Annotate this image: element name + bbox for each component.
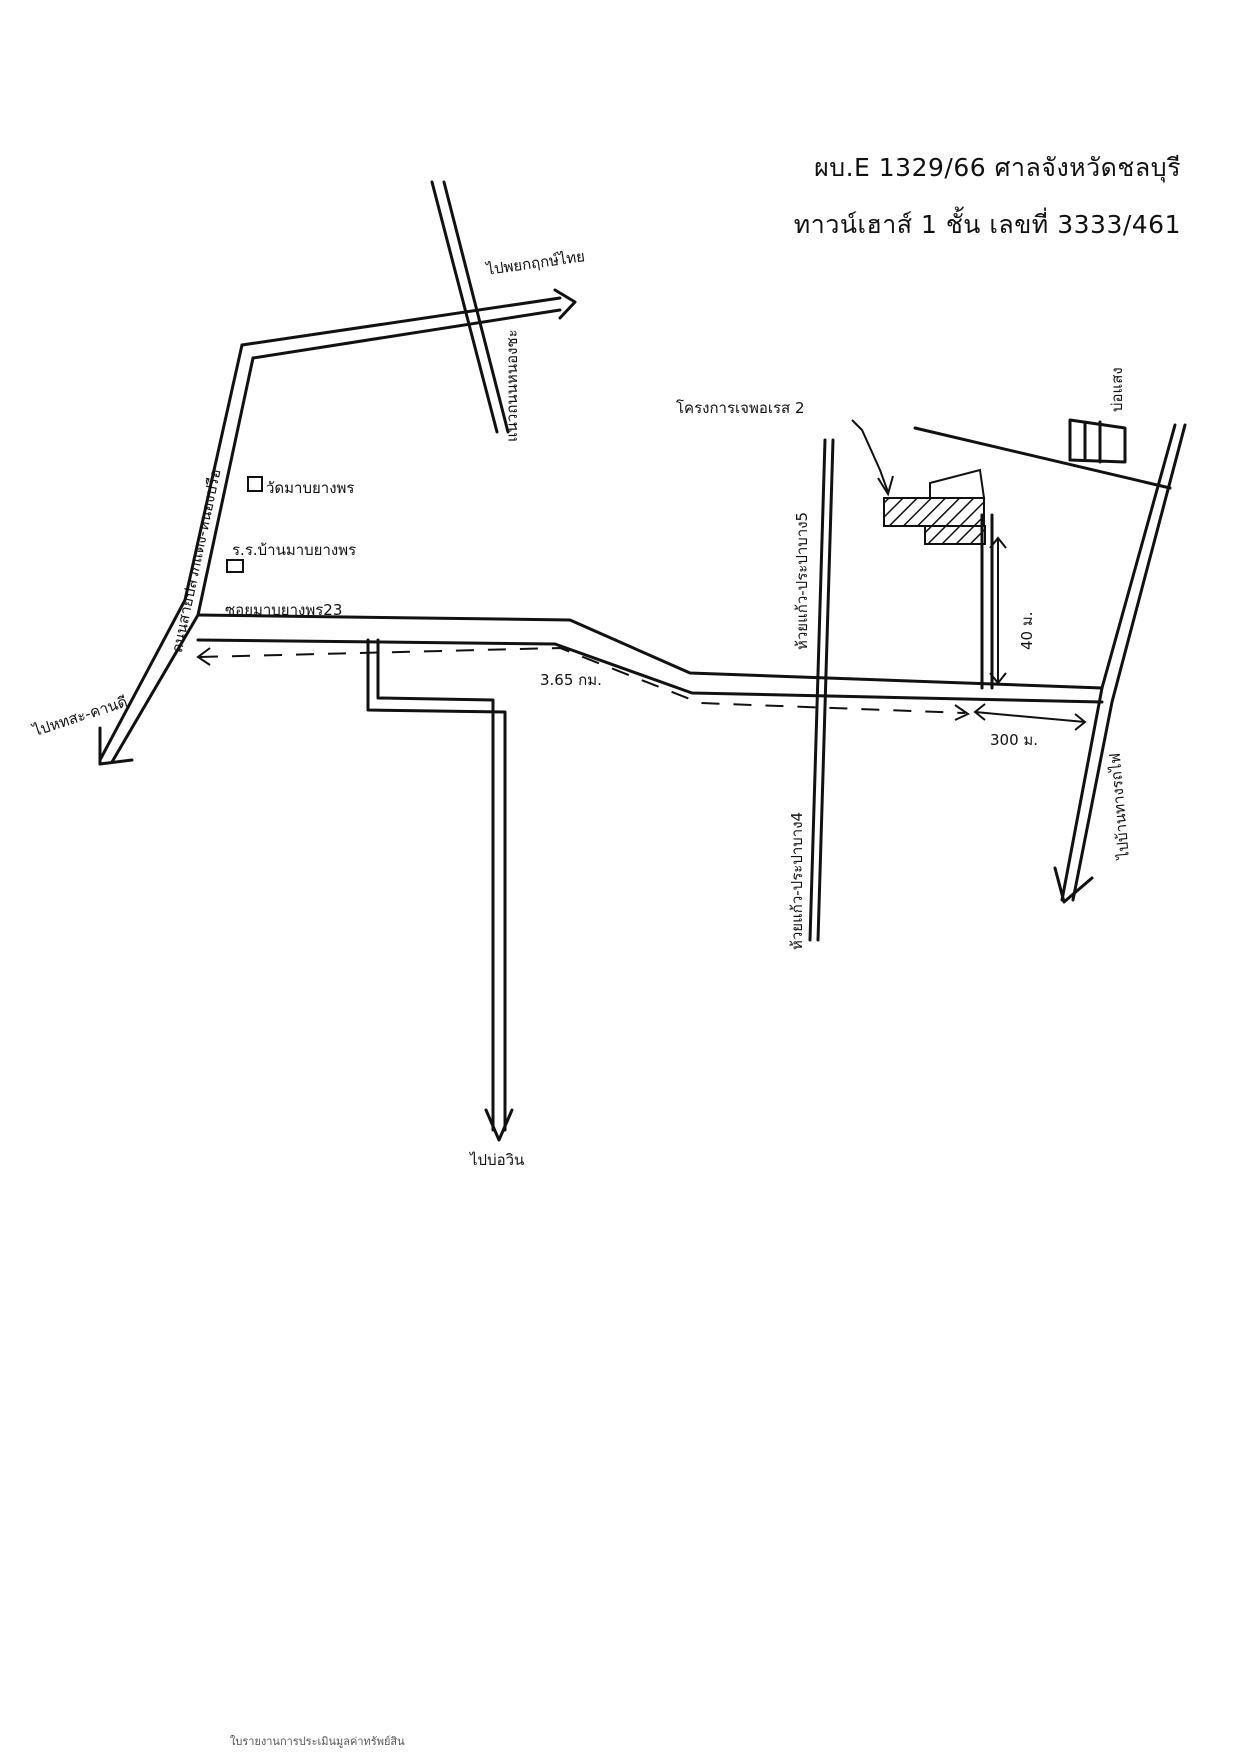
case-number-title: ผบ.E 1329/66 ศาลจังหวัดชลบุรี: [814, 153, 1181, 182]
label-project: โครงการเจพอเรส 2: [676, 399, 805, 417]
school-icon: [226, 559, 244, 573]
label-distance-long: 3.65 กม.: [540, 671, 602, 689]
footer-text: ใบรายงานการประเมินมูลค่าทรัพย์สิน: [230, 1735, 405, 1748]
pond-structure: [1068, 418, 1127, 464]
label-distance-40: 40 ม.: [1018, 611, 1036, 650]
road-central-vertical: [808, 438, 835, 942]
road-soi: [196, 613, 1104, 704]
project-building-outline: [929, 468, 986, 499]
label-school: ร.ร.บ้านมาบยางพร: [232, 541, 357, 559]
property-description: ทาวน์เฮาส์ 1 ชั้น เลขที่ 3333/461: [793, 210, 1181, 239]
road-east: [1060, 423, 1187, 902]
label-distance-300: 300 ม.: [990, 731, 1039, 749]
pointer-head: [877, 475, 894, 497]
arrow-southeast: [1053, 866, 1094, 904]
label-road-lower-vertical: ห้วยแก้ว-ประปาบาง4: [788, 811, 806, 950]
dimension-40: [989, 536, 1007, 685]
label-road-north-vertical: แนวถนนหนองชะ: [503, 329, 521, 442]
label-to-south: ไปบ่อวิน: [470, 1151, 525, 1169]
arrow-route-west: [196, 647, 211, 666]
arrow-route-east: [954, 704, 971, 721]
arrow-east-north: [553, 288, 577, 320]
arrow-southwest: [98, 726, 134, 766]
dashed-route-long: [199, 646, 966, 714]
road-north-horizontal: [240, 296, 562, 360]
road-south: [366, 638, 507, 1132]
road-east-upper: [913, 426, 1172, 490]
project-hatched-area-lower: [924, 525, 986, 545]
arrow-south: [484, 1108, 514, 1142]
road-north-vertical: [430, 180, 510, 434]
temple-icon: [247, 476, 263, 492]
label-pond: บ่อแสง: [1108, 367, 1126, 412]
project-pointer: [851, 419, 889, 493]
dimension-300: [973, 703, 1087, 731]
label-road-upper-vertical: ห้วยแก้ว-ประปาบาง5: [793, 511, 811, 650]
project-hatched-area: [883, 497, 985, 527]
label-soi: ซอยมาบยางพร23: [225, 601, 343, 619]
label-temple: วัดมาบยางพร: [266, 479, 355, 497]
